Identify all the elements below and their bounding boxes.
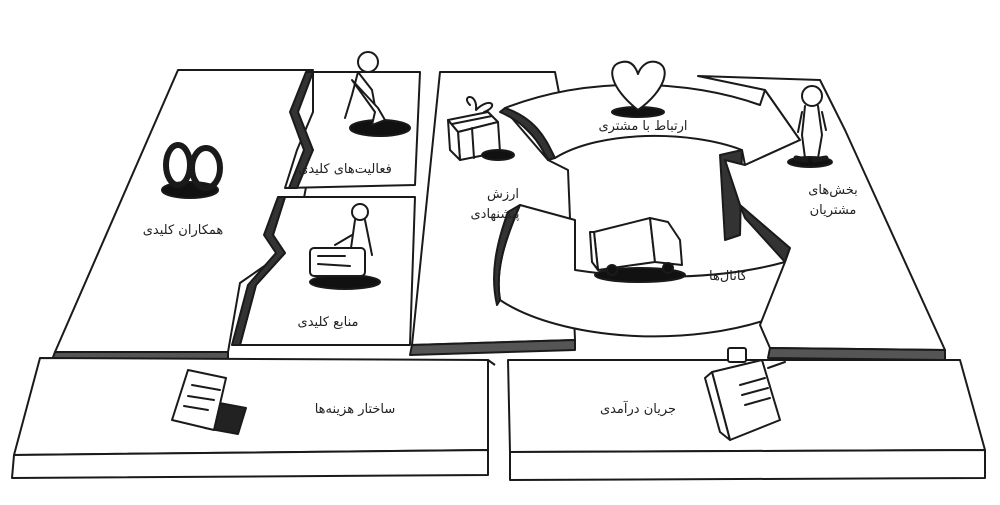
digging-person-icon [344, 51, 411, 137]
cost-structure-label: ساختار هزینه‌ها [314, 402, 396, 417]
person-with-box-icon [309, 203, 381, 290]
customer-relationships-label: ارتباط با مشتری [598, 119, 688, 134]
customer-segments-label-line2: مشتریان [809, 203, 857, 218]
truck-icon [589, 217, 686, 283]
cash-register-icon [704, 347, 786, 441]
rings-icon [161, 142, 223, 199]
key-resources-label: منابع کلیدی [297, 315, 359, 330]
revenue-streams-label: جریان درآمدی [599, 402, 677, 417]
value-propositions-label-line2: پیشنهادی [470, 207, 520, 222]
customer-segments-label-line1: بخش‌های [808, 183, 858, 198]
heart-icon [611, 60, 666, 118]
gift-box-icon [447, 96, 515, 161]
standing-person-icon [787, 85, 833, 168]
key-activities-label: فعالیت‌های کلیدی [298, 162, 392, 177]
value-propositions-label-line1: ارزش [486, 187, 520, 202]
customer-segments-block [697, 75, 946, 361]
key-partners-label: همکاران کلیدی [142, 223, 224, 238]
channels-label: کانال‌ها [709, 269, 747, 284]
receipt-icon [171, 369, 247, 435]
cost-structure-block [11, 357, 496, 479]
